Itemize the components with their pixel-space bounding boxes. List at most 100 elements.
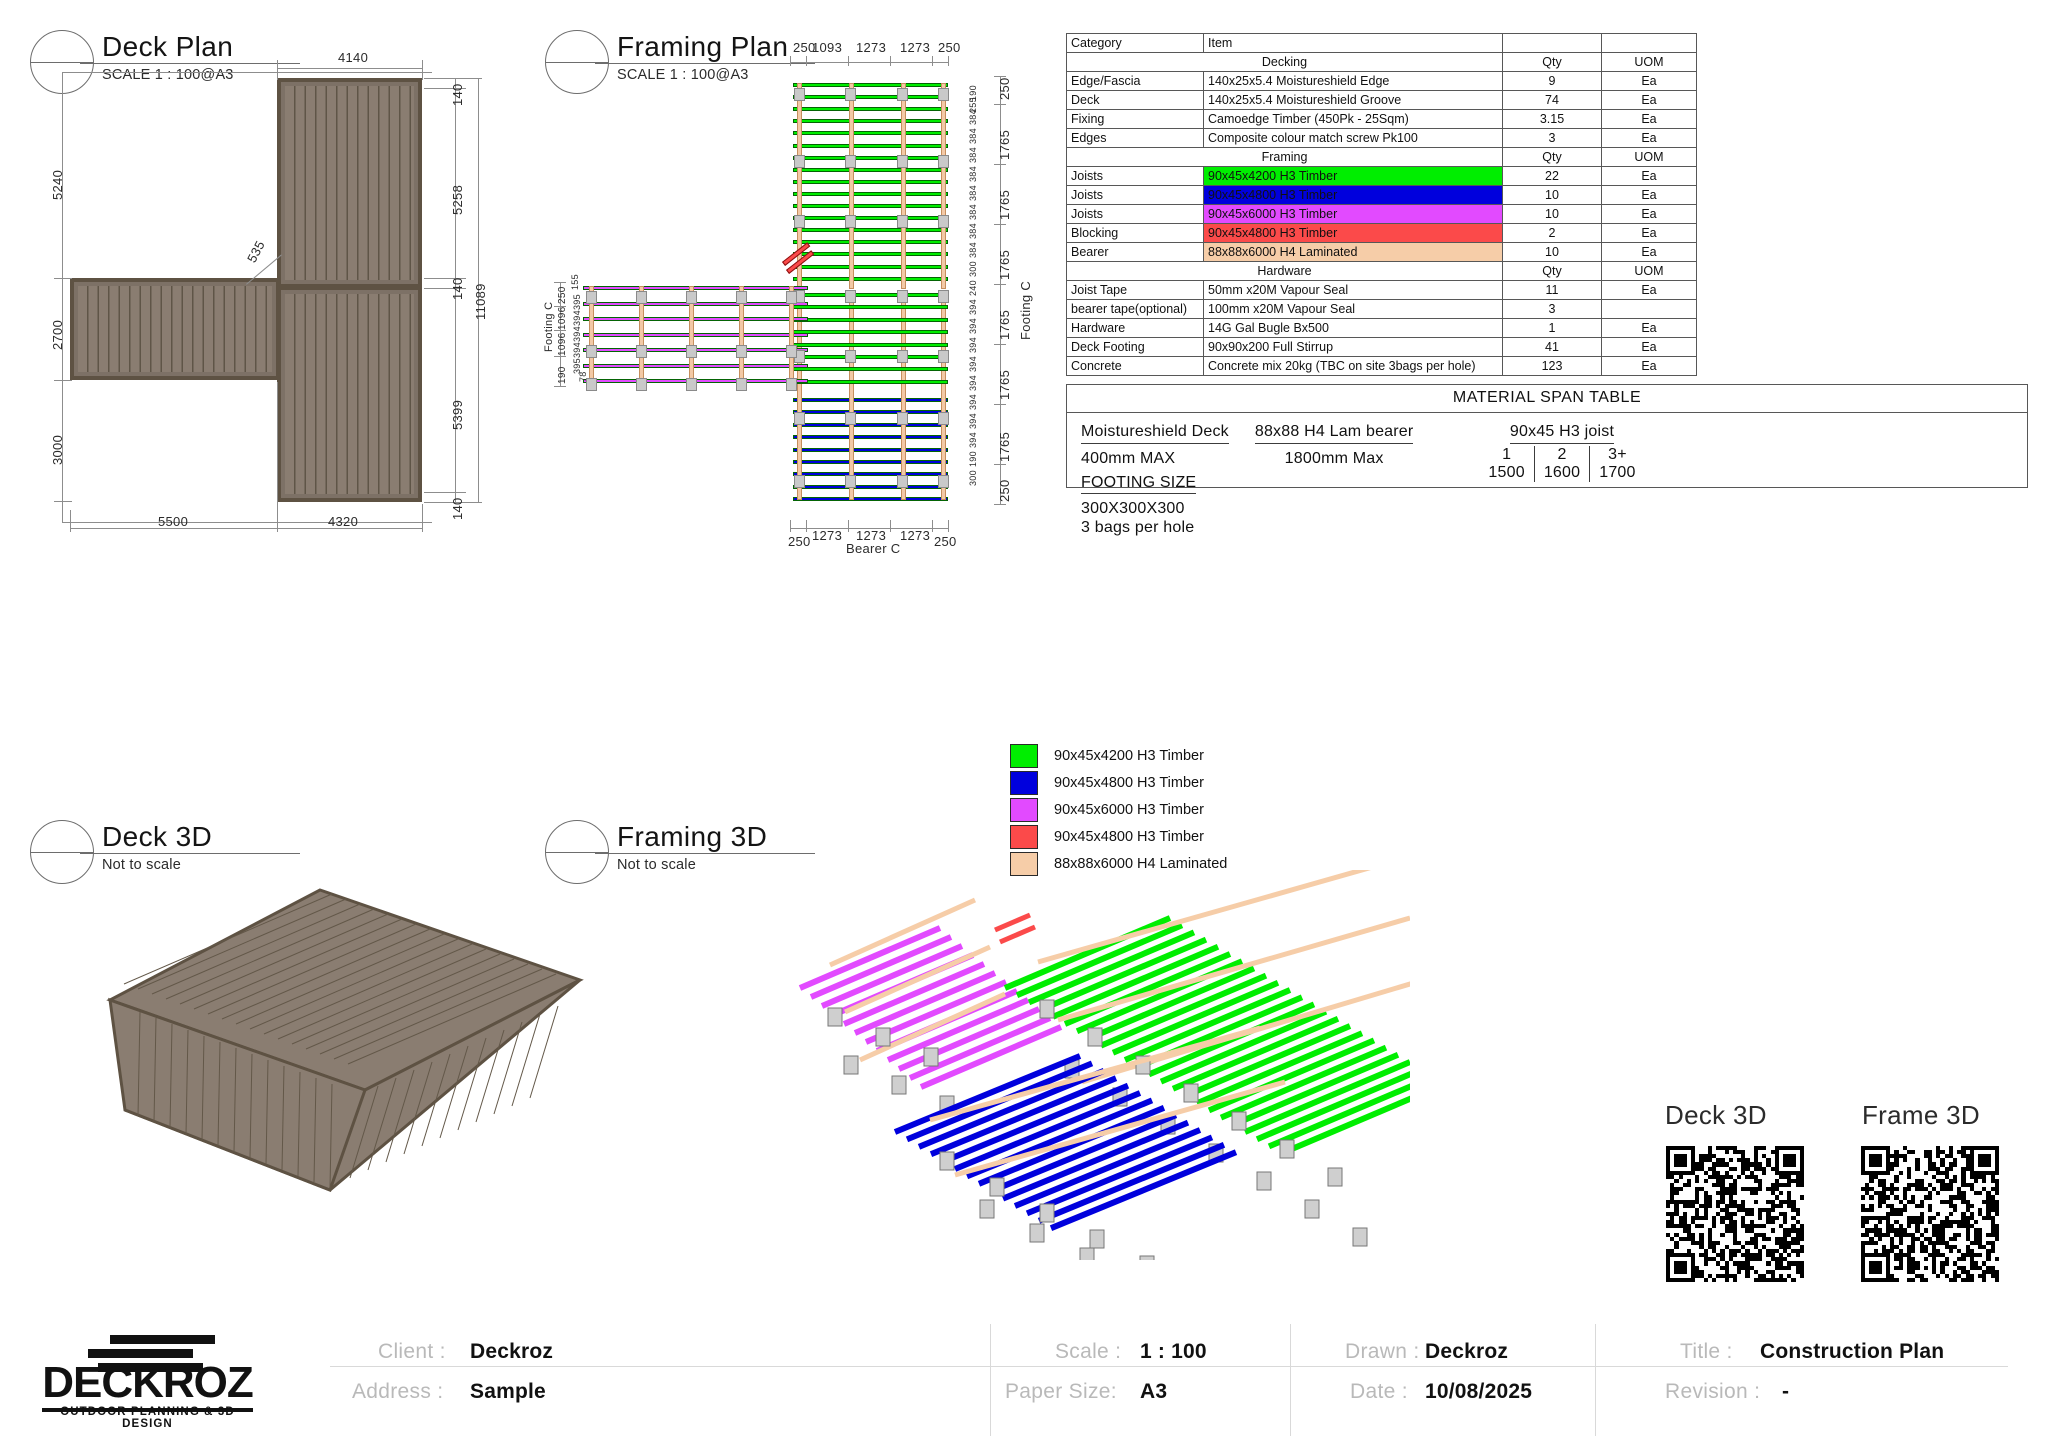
framing-member (828, 897, 977, 968)
header-category: Category (1066, 33, 1204, 53)
joist (583, 317, 808, 321)
framing-3d-title: Framing 3D (595, 822, 815, 855)
cell-uom: Ea (1601, 280, 1697, 300)
joist (793, 167, 948, 172)
footing-stirrup (586, 291, 597, 304)
framing-member (886, 997, 1030, 1063)
joist-span-cell: 3+1700 (1589, 446, 1644, 482)
footing-post (875, 1027, 891, 1047)
framing-member (843, 944, 992, 1015)
group-uom-header: UOM (1601, 52, 1697, 72)
framing-member (1243, 1059, 1412, 1135)
span-footing-value-2: 3 bags per hole (1081, 519, 1195, 537)
joist (793, 179, 948, 184)
scale-value: 1 : 100 (1140, 1340, 1207, 1363)
blocking (786, 250, 815, 274)
title-value: Construction Plan (1760, 1340, 1945, 1363)
drawn-value: Deckroz (1425, 1340, 1509, 1363)
cell-item: 100mm x20M Vapour Seal (1203, 299, 1503, 319)
bearer (689, 286, 694, 386)
framing-member (853, 970, 997, 1036)
cell-category: Fixing (1066, 109, 1204, 129)
footing-post (939, 1151, 955, 1171)
legend-swatch (1010, 797, 1038, 822)
cell-category: Joist Tape (1066, 280, 1204, 300)
span-bearer-column: 88x88 H4 Lam bearer 1800mm Max (1254, 423, 1414, 470)
framing-member (1057, 915, 1411, 1023)
section-marker-circle (30, 820, 94, 884)
cell-category: Joists (1066, 204, 1204, 224)
framing-3d-scale: Not to scale (617, 857, 696, 874)
footing-stirrup (845, 155, 856, 168)
footing-post (1039, 999, 1055, 1019)
footing-stirrup (636, 291, 647, 304)
framing-member (1207, 1037, 1376, 1114)
cell-uom: Ea (1601, 166, 1697, 186)
joist (583, 363, 808, 368)
framing-member (1159, 1008, 1328, 1085)
footing-stirrup (794, 290, 805, 303)
joist (793, 317, 948, 322)
framing-member (1255, 1066, 1424, 1142)
joist (793, 305, 948, 310)
cell-item: 90x90x200 Full Stirrup (1203, 337, 1503, 357)
qr-code-deck-3d[interactable] (1660, 1140, 1810, 1288)
cell-category: Blocking (1066, 223, 1204, 243)
scale-label: Scale : (1055, 1340, 1122, 1363)
cell-category: Hardware (1066, 318, 1204, 338)
footing-stirrup (897, 88, 908, 101)
joist (583, 379, 808, 383)
footing-stirrup (938, 155, 949, 168)
cell-qty: 22 (1502, 166, 1602, 186)
deck-plan-scale: SCALE 1 : 100@A3 (102, 67, 234, 84)
framing-member (1037, 859, 1391, 965)
joist (793, 107, 948, 112)
framing-member (798, 925, 942, 991)
framing-member (809, 934, 953, 1000)
framing-member (1087, 965, 1256, 1042)
footing-stirrup (586, 345, 597, 358)
joist (793, 204, 948, 208)
header-uom (1601, 33, 1697, 53)
framing-plan-title: Framing Plan (595, 32, 815, 65)
cell-qty: 41 (1502, 337, 1602, 357)
framing-3d-canvas (790, 859, 1448, 1315)
legend-item: 90x45x6000 H3 Timber (1010, 796, 1227, 823)
footing-stirrup (845, 475, 856, 488)
cell-item: Concrete mix 20kg (TBC on site 3bags per… (1203, 356, 1503, 376)
deck-wing (70, 278, 280, 380)
cell-item: 90x45x4800 H3 Timber (1203, 223, 1503, 243)
joist (793, 497, 948, 502)
header-item: Item (1203, 33, 1503, 53)
dim-left-lower: 3000 (50, 434, 65, 465)
footing-stirrup (686, 378, 697, 391)
joist (793, 191, 948, 196)
footing-stirrup (586, 378, 597, 391)
cell-item: 88x88x6000 H4 Laminated (1203, 242, 1503, 262)
joist (583, 348, 808, 352)
span-footing-value-1: 300X300X300 (1081, 499, 1185, 517)
cell-category: Bearer (1066, 242, 1204, 262)
footing-stirrup (938, 88, 949, 101)
framing-plan-scale: SCALE 1 : 100@A3 (617, 67, 749, 84)
logo-wordmark: DECKROZ (42, 1358, 254, 1407)
footing-stirrup (686, 345, 697, 358)
cell-category: Edge/Fascia (1066, 71, 1204, 91)
footing-stirrup (736, 378, 747, 391)
framing-member (1111, 980, 1280, 1056)
qr-code-frame-3d[interactable] (1855, 1140, 2005, 1288)
footing-stirrup (845, 350, 856, 363)
joist (793, 447, 948, 452)
cell-uom: Ea (1601, 223, 1697, 243)
bearer (639, 286, 644, 386)
framing-member (999, 924, 1036, 945)
cell-qty: 1 (1502, 318, 1602, 338)
joist (793, 367, 948, 372)
cell-uom: Ea (1601, 109, 1697, 129)
